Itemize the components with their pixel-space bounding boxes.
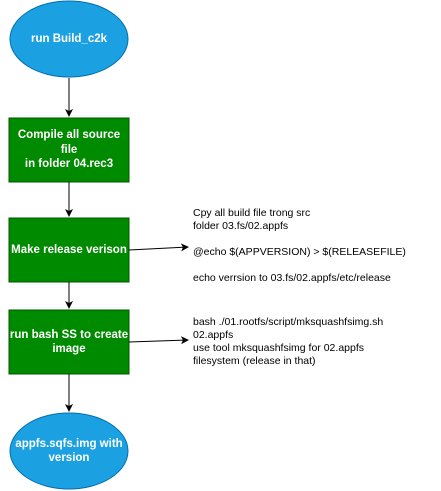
release-note: Cpy all build file trong src folder 03.f…	[193, 207, 406, 285]
release-note-line-4: echo verrsion to 03.fs/02.appfs/etc/rele…	[193, 272, 391, 284]
release-label: Make release verison	[11, 243, 127, 256]
end-label: appfs.sqfs.img with version	[15, 437, 123, 464]
compile-label: Compile all source file in folder 04.rec…	[17, 129, 121, 171]
bash-box[interactable]	[8, 309, 130, 375]
connector-bash-to-note	[128, 336, 189, 345]
bash-note-line-2: 02.appfs	[193, 329, 234, 341]
bash-label: run bash SS to create image	[9, 328, 129, 355]
bash-note-line-1: bash ./01.rootfs/script/mksquashfsimg.sh	[193, 316, 384, 328]
start-ellipse[interactable]	[9, 0, 129, 78]
start-label: run Build_c2k	[30, 32, 108, 45]
compile-box[interactable]	[8, 117, 130, 183]
bash-note-line-4: filesystem (release in that)	[193, 355, 316, 367]
bash-note: bash ./01.rootfs/script/mksquashfsimg.sh…	[193, 316, 383, 368]
release-note-line-1: Cpy all build file trong src	[193, 207, 311, 219]
release-note-line-3: @echo $(APPVERSION) > $(RELEASEFILE)	[193, 246, 406, 258]
release-note-line-2: folder 03.fs/02.appfs	[193, 220, 289, 232]
bash-note-line-3: use tool mksquashfsimg for 02.appfs	[193, 342, 365, 354]
end-ellipse[interactable]	[9, 412, 129, 490]
connector-release-to-note	[128, 243, 189, 252]
release-box[interactable]	[8, 217, 130, 283]
